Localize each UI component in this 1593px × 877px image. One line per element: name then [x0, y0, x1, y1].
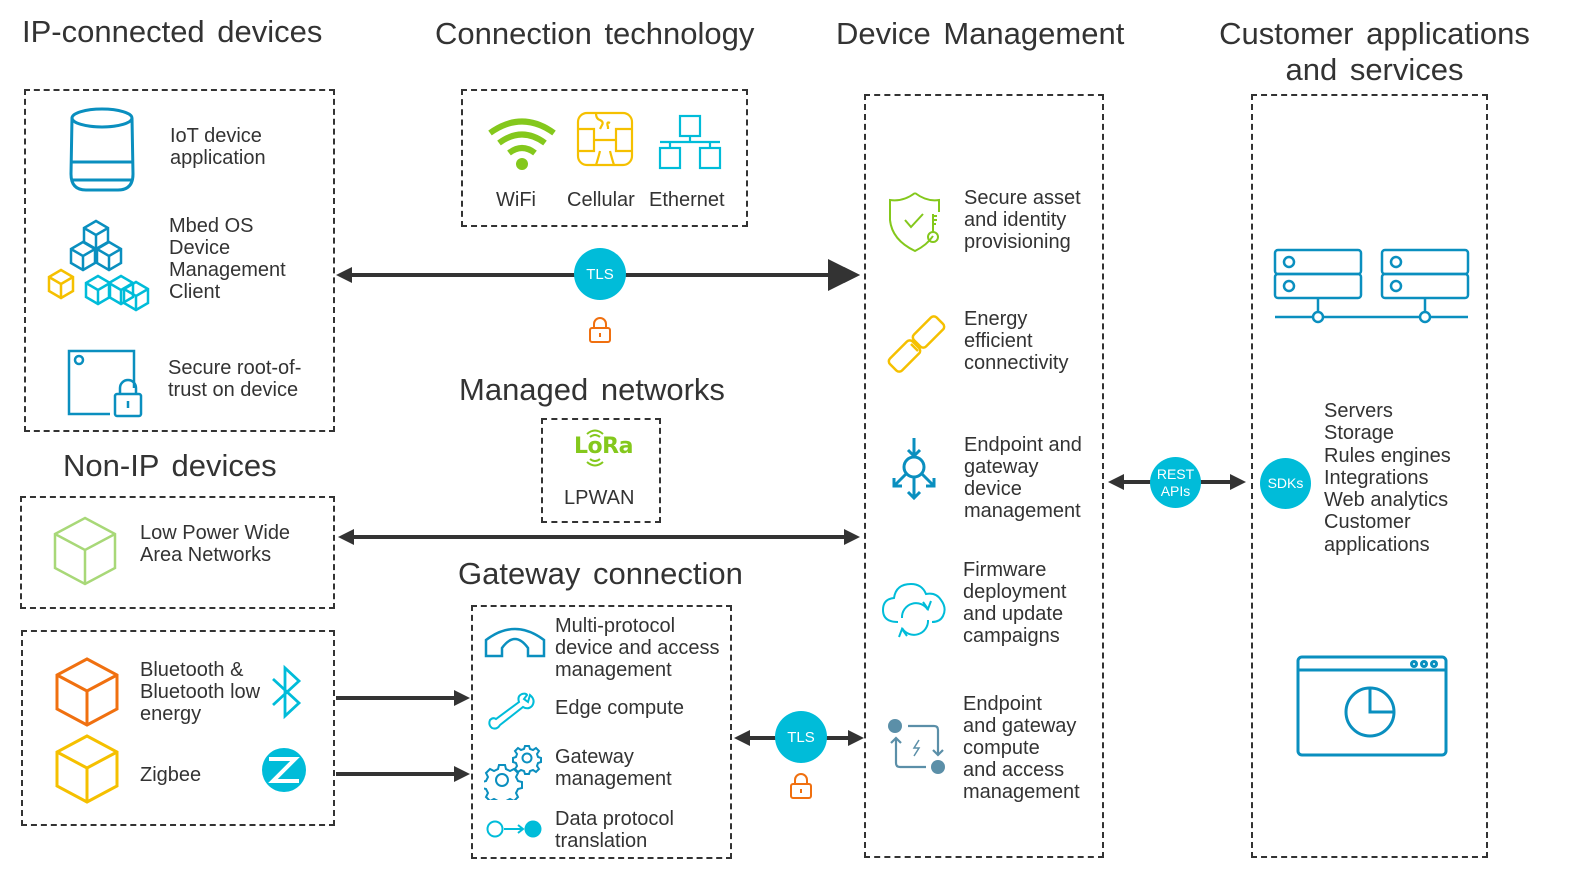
ip-item-label: IoT device application	[170, 125, 266, 169]
arrowhead-right	[454, 690, 470, 706]
lora-logo: LoRa	[574, 434, 633, 459]
cube-icon-green	[53, 516, 117, 586]
sim-chip-icon	[576, 111, 634, 167]
dm-item-label: Energy efficient connectivity	[964, 308, 1069, 374]
heading-non-ip-devices: Non-IP devices	[63, 448, 277, 483]
cloud-sync-icon	[881, 582, 946, 638]
arrowhead-left	[734, 730, 750, 746]
servers-icon	[1273, 248, 1470, 324]
heading-connection-technology: Connection technology	[435, 16, 755, 51]
dm-item-label: Endpoint and gateway compute and access …	[963, 693, 1080, 803]
gateway-item-label: Edge compute	[555, 697, 684, 719]
arrowhead-left	[338, 529, 354, 545]
customer-apps-box	[1251, 94, 1488, 858]
device-management-box	[864, 94, 1104, 858]
rest-apis-badge: REST APIs	[1150, 457, 1201, 508]
dm-item-label: Endpoint and gateway device management	[964, 434, 1082, 522]
connection-tech-box	[461, 89, 748, 227]
zigbee-icon	[262, 748, 306, 792]
arrowhead-right	[454, 766, 470, 782]
distribution-icon	[892, 438, 936, 501]
gateway-item-label: Gateway management	[555, 746, 672, 790]
compute-cycle-icon	[888, 719, 945, 774]
bridge-icon	[484, 627, 546, 658]
customer-services-list: Servers Storage Rules engines Integratio…	[1324, 400, 1451, 556]
ip-item-label: Mbed OS Device Management Client	[169, 215, 286, 303]
ip-devices-box	[24, 89, 335, 432]
heading-gateway-connection: Gateway connection	[458, 556, 743, 591]
wrench-icon	[488, 692, 535, 730]
lora-signal-icon	[586, 429, 604, 467]
arrowhead-right	[848, 730, 864, 746]
heading-managed-networks: Managed networks	[459, 372, 725, 407]
smart-speaker-icon	[69, 107, 135, 192]
ethernet-network-icon	[658, 114, 722, 170]
analytics-dashboard-icon	[1296, 655, 1448, 757]
arrowhead-right	[844, 267, 860, 283]
zigbee-label: Zigbee	[140, 764, 202, 786]
dm-item-label: Firmware deployment and update campaigns	[963, 559, 1067, 647]
arrowhead-left	[1108, 474, 1124, 490]
arrowhead-right	[1230, 474, 1246, 490]
cubes-icon	[47, 219, 150, 312]
cellular-label: Cellular	[567, 189, 635, 211]
padlock-icon	[790, 773, 812, 799]
ethernet-label: Ethernet	[649, 189, 725, 211]
bluetooth-label: Bluetooth & Bluetooth low energy	[140, 659, 261, 725]
heading-customer-apps: Customer applications and services	[1219, 16, 1530, 87]
gateway-box	[471, 605, 732, 859]
cube-icon-yellow	[55, 734, 119, 804]
gateway-item-label: Data protocol translation	[555, 808, 674, 852]
sdks-badge: SDKs	[1260, 458, 1311, 509]
lpwan-device-label: Low Power Wide Area Networks	[140, 522, 291, 566]
non-ip-lpwan-box	[20, 496, 335, 609]
satellite-icon	[887, 315, 946, 373]
bluetooth-icon	[272, 664, 302, 720]
gears-icon	[484, 745, 542, 800]
heading-ip-devices: IP-connected devices	[22, 14, 323, 49]
tls-badge-top: TLS	[574, 248, 626, 300]
heading-device-management: Device Management	[836, 16, 1125, 51]
dm-item-label: Secure asset and identity provisioning	[964, 187, 1081, 253]
ip-item-label: Secure root-of- trust on device	[168, 357, 302, 401]
shield-key-icon	[889, 192, 940, 253]
lpwan-label: LPWAN	[564, 487, 635, 509]
secure-chip-lock-icon	[67, 349, 143, 418]
non-ip-short-range-box	[21, 630, 335, 826]
arrowhead-left	[336, 267, 352, 283]
translation-icon	[486, 820, 542, 838]
lpwan-box	[541, 418, 661, 523]
wifi-icon	[488, 118, 556, 170]
padlock-icon	[589, 317, 611, 343]
gateway-item-label: Multi-protocol device and access managem…	[555, 615, 720, 681]
tls-badge-bottom: TLS	[775, 711, 827, 763]
wifi-label: WiFi	[496, 189, 536, 211]
arrowhead-right	[844, 529, 860, 545]
cube-icon-orange	[55, 657, 119, 727]
